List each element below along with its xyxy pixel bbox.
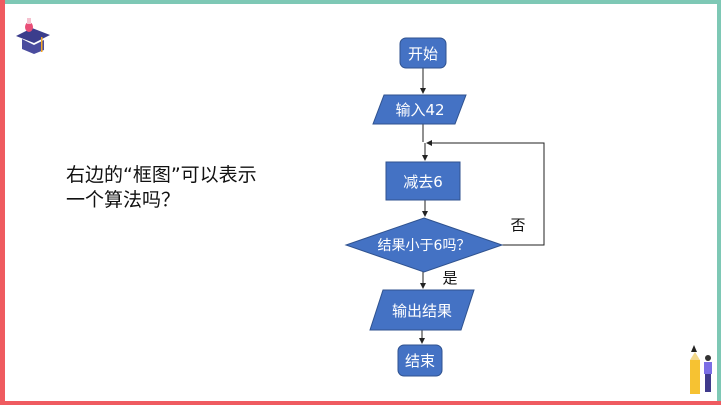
start-node [399,37,447,69]
right-border [717,0,721,405]
process-label: 减去6 [403,173,443,191]
input-node [372,94,467,125]
bottom-border [0,401,721,405]
end-node [397,344,443,377]
top-border [0,0,721,4]
decision-label: 结果小于6吗？ [378,238,471,254]
output-node [369,289,475,331]
question-line-1: 右边的“框图”可以表示 [66,164,257,186]
start-label: 开始 [408,45,438,63]
left-border [0,0,5,405]
pencil-person-illustration [690,345,712,394]
graduation-cap-icon [16,18,50,54]
output-label: 输出结果 [392,302,452,320]
process-node [385,161,461,201]
decision-node [344,217,504,273]
yes-label: 是 [442,269,457,287]
end-label: 结束 [405,352,435,370]
question-line-2: 一个算法吗？ [66,189,181,211]
loop-back-arrow [426,140,545,246]
input-label: 输入42 [395,101,444,119]
no-label: 否 [510,216,525,234]
question-text: 右边的“框图”可以表示 一个算法吗？ [66,163,257,213]
